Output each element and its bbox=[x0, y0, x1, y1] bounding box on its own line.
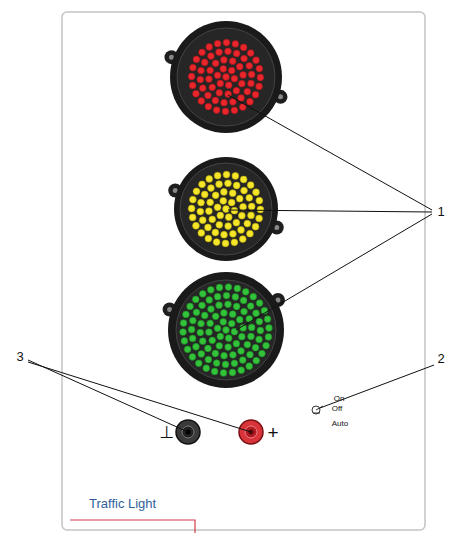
callout-number: 2 bbox=[437, 352, 444, 365]
switch-position: Off bbox=[332, 405, 343, 413]
signal-lamp bbox=[168, 157, 283, 261]
lamp-group bbox=[163, 21, 288, 388]
panel-title: Traffic Light bbox=[89, 497, 156, 510]
title-rule bbox=[70, 520, 195, 533]
callout-number: 1 bbox=[437, 205, 444, 218]
leader-lines bbox=[28, 95, 434, 432]
signal-lamp bbox=[164, 21, 287, 133]
polarity-sign: + bbox=[267, 423, 278, 442]
signal-lamp bbox=[163, 272, 285, 388]
ground-symbol: ⊥ bbox=[160, 424, 175, 441]
panel-board bbox=[62, 12, 425, 530]
callout-number: 3 bbox=[16, 350, 23, 363]
switch-position: On bbox=[334, 395, 345, 403]
switch-position: Auto bbox=[332, 420, 348, 428]
